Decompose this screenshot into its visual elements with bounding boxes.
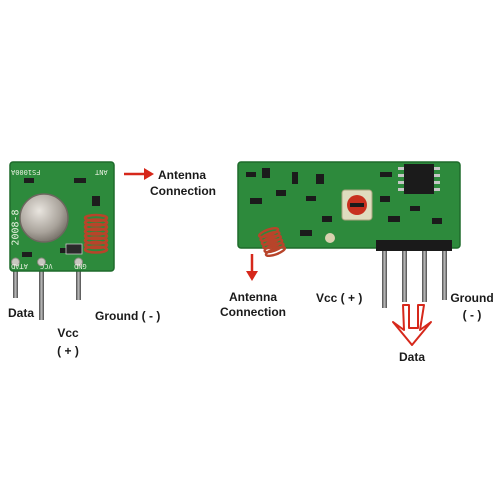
tx-smd-part-2 — [92, 196, 100, 206]
rx-smd-part-11 — [410, 206, 420, 211]
tx-data-label: Data — [8, 306, 35, 320]
rx-coil-turn — [262, 238, 284, 250]
rx-smd-part-12 — [432, 218, 442, 224]
tx-saw-resonator — [19, 193, 69, 243]
tx-vcc-label: Vcc — [57, 326, 79, 340]
tx-coil-turn — [83, 231, 109, 241]
rx-pin-2 — [422, 248, 427, 302]
rx-smd-part-0 — [246, 172, 256, 177]
rx-smd-part-1 — [262, 168, 270, 178]
rx-smd-part-2 — [250, 198, 262, 204]
tx-pin-0 — [13, 260, 18, 298]
rx-ic-lead-right — [434, 174, 440, 177]
tx-silkscreen-gnd: GND — [74, 262, 87, 270]
rx-antenna-label-line1: Antenna — [229, 290, 277, 304]
rx-smd-part-8 — [380, 172, 392, 177]
tx-solder-pad-2 — [74, 257, 83, 267]
tx-antenna-label-line2: Connection — [150, 184, 216, 198]
rx-ground-label: Ground — [450, 291, 494, 305]
rx-trimmer-slot — [350, 203, 364, 207]
rx-pin-header — [376, 240, 452, 251]
tx-silkscreen-model: FS1000A — [11, 168, 41, 176]
tx-coil-turn — [83, 245, 109, 254]
tx-smd-part-1 — [74, 178, 86, 183]
rx-smd-part-4 — [292, 172, 298, 184]
rx-coil-turn — [264, 245, 287, 258]
tx-coil-turn — [83, 240, 109, 250]
tx-pin-1 — [39, 260, 44, 320]
tx-smd-part-3 — [22, 252, 32, 257]
tx-solder-pad-1 — [37, 257, 46, 267]
rx-ic-lead-right — [434, 167, 440, 170]
outline-down-arrow-icon — [392, 304, 432, 346]
tx-ground-label: Ground ( - ) — [95, 309, 161, 323]
tx-solder-pad-0 — [11, 257, 20, 267]
tx-coil-turn — [83, 236, 109, 245]
rx-ic-lead-left — [398, 181, 404, 184]
rx-pin-0 — [382, 248, 387, 308]
rx-ic-lead-left — [398, 174, 404, 177]
tx-smd-part-4 — [60, 248, 70, 253]
tx-antenna-coil — [83, 213, 109, 254]
rx-ic-chip — [404, 164, 434, 194]
tx-vcc-sign: ( + ) — [57, 344, 79, 358]
rx-smd-part-6 — [316, 174, 324, 184]
rx-pin-1 — [402, 248, 407, 302]
rx-capacitor — [325, 233, 335, 243]
rx-smd-part-5 — [306, 196, 316, 201]
tx-transistor — [65, 243, 83, 255]
rx-coil-turn — [263, 242, 285, 254]
rx-smd-part-13 — [300, 230, 312, 236]
red-arrow-icon — [246, 271, 258, 281]
tx-coil-turn — [83, 213, 109, 223]
tx-coil-turn — [83, 222, 109, 232]
tx-silkscreen-vcc: VCC — [40, 262, 53, 270]
rx-vcc-label: Vcc ( + ) — [316, 291, 363, 305]
tx-coil-turn — [83, 227, 109, 236]
tx-silkscreen-date: 2008-8 — [10, 209, 22, 246]
rx-ic-lead-left — [398, 167, 404, 170]
rx-smd-part-9 — [380, 196, 390, 202]
tx-silkscreen-ant: ANT — [95, 168, 108, 176]
tx-smd-part-0 — [24, 178, 34, 183]
rx-ic-lead-right — [434, 181, 440, 184]
rx-antenna-label-line2: Connection — [220, 305, 286, 319]
rx-ic-lead-left — [398, 188, 404, 191]
rx-coil-turn — [257, 226, 280, 239]
rx-ic-lead-right — [434, 188, 440, 191]
rx-smd-part-3 — [276, 190, 286, 196]
tx-pin-2 — [76, 260, 81, 300]
rx-data-label: Data — [398, 350, 425, 364]
rx-smd-part-7 — [322, 216, 332, 222]
rx-pin-3 — [442, 248, 447, 300]
tx-silkscreen-data: ATAD — [11, 262, 28, 270]
tx-coil-turn — [83, 218, 109, 227]
rx-coil-turn — [260, 234, 282, 246]
rx-ground-sign: ( - ) — [462, 308, 482, 322]
red-arrow-icon — [144, 168, 154, 180]
rx-antenna-coil — [257, 226, 287, 258]
rx-coil-turn — [259, 230, 281, 242]
rx-smd-part-10 — [388, 216, 400, 222]
tx-antenna-label-line1: Antenna — [158, 168, 206, 182]
